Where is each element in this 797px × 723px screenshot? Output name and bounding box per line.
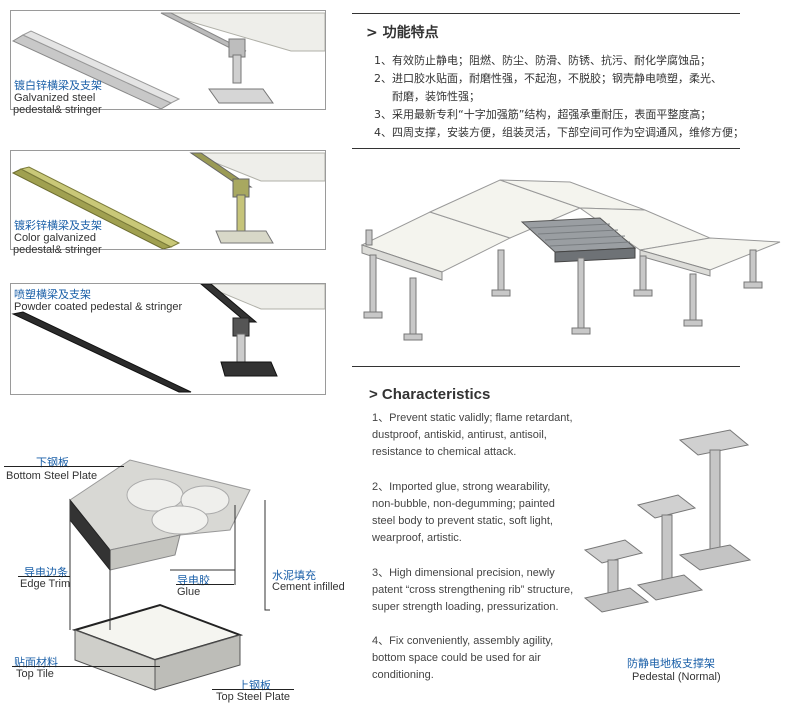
raised-floor-illustration	[360, 179, 781, 341]
char-line: conditioning.	[372, 669, 434, 681]
cement-en: Cement infilled	[272, 581, 345, 593]
bottom-plate-underline	[4, 466, 124, 467]
characteristics-p1: 1、Prevent static validly; flame retardan…	[372, 410, 573, 461]
panel-cn-label: 镀白锌横梁及支架	[14, 79, 102, 92]
panel-galvanized: 镀白锌横梁及支架 Galvanized steel	[10, 10, 326, 110]
bottom-plate-en: Bottom Steel Plate	[6, 470, 98, 482]
characteristics-title: > Characteristics	[369, 386, 491, 403]
top-plate-en: Top Steel Plate	[216, 691, 290, 703]
char-line: 3、High dimensional precision, newly	[372, 567, 555, 579]
char-line: 2、Imported glue, strong wearability,	[372, 481, 551, 493]
glue-underline	[176, 584, 234, 585]
illustration-rule	[352, 366, 740, 367]
top-tile-en: Top Tile	[16, 668, 54, 680]
bottom-plate-cn: 下钢板	[36, 456, 69, 469]
panel-cn-label: 喷塑横梁及支架	[14, 288, 91, 301]
char-line: non-bubble, non-degumming; painted	[372, 498, 555, 510]
edge-trim-underline	[18, 576, 70, 577]
panel-cn-label: 镀彩锌横梁及支架	[14, 219, 102, 232]
edge-trim-en: Edge Trim	[20, 578, 71, 590]
top-plate-cn: 上钢板	[238, 679, 271, 692]
top-tile-underline	[12, 666, 160, 667]
char-line: patent “cross strengthening rib” structu…	[372, 584, 574, 596]
characteristics-p3: 3、High dimensional precision, newly pate…	[372, 565, 573, 616]
tile-structure-diagram	[69, 459, 270, 691]
features-cn-item-1: 1、有效防止静电；阻燃、防尘、防滑、防锈、抗污、耐化学腐蚀品；	[374, 54, 711, 67]
char-line: resistance to chemical attack.	[372, 446, 517, 458]
char-line: wearproof, artistic.	[372, 532, 462, 544]
top-tile-cn: 贴面材料	[14, 656, 58, 669]
panel-color-galvanized: 镀彩锌横梁及支架 Color galvanized	[10, 150, 326, 250]
char-line: bottom space could be used for air	[372, 652, 541, 664]
pedestal-short	[583, 539, 650, 613]
edge-trim-cn: 导电边条	[24, 566, 68, 579]
color-galvanized-stringer-image	[11, 152, 325, 249]
characteristics-p2: 2、Imported glue, strong wearability, non…	[372, 479, 555, 547]
top-rule	[352, 13, 740, 14]
features-cn-item-3: 3、采用最新专利“十字加强筋”结构，超强承重耐压，表面平整度高；	[374, 108, 712, 121]
pedestal-mid	[636, 494, 704, 601]
features-cn-item-2b: 耐磨，装饰性强；	[392, 90, 480, 103]
char-line: 4、Fix conveniently, assembly agility,	[372, 635, 554, 647]
panel-en-label-1: Galvanized steel	[14, 92, 96, 104]
features-cn-item-2: 2、进口胶水贴面，耐磨性强，不起泡，不脱胶；钢壳静电喷塑，柔光、	[374, 72, 722, 85]
char-line: dustproof, antiskid, antirust, antisoil,	[372, 429, 547, 441]
features-rule	[352, 148, 740, 149]
panel-en-label-2: pedestal& stringer	[13, 104, 102, 116]
pedestal-en-label: Pedestal (Normal)	[632, 671, 721, 683]
char-line: steel body to prevent static, soft light…	[372, 515, 553, 527]
panel-en-label-2: pedestal& stringer	[13, 244, 102, 256]
pedestal-illustration	[583, 429, 752, 613]
panel-en-label-1: Color galvanized	[14, 232, 96, 244]
panel-en-label-1: Powder coated pedestal & stringer	[14, 301, 183, 313]
char-line: 1、Prevent static validly; flame retardan…	[372, 412, 573, 424]
pedestal-cn-label: 防静电地板支撑架	[627, 657, 715, 670]
features-cn-title: > 功能特点	[366, 25, 439, 41]
char-line: super strength loading, pressurization.	[372, 601, 559, 613]
top-plate-underline	[212, 689, 294, 690]
glue-en: Glue	[177, 586, 201, 598]
panel-powder-coated: 喷塑横梁及支架 Powder coated pedestal & stringe…	[10, 283, 326, 395]
powder-coated-stringer-image	[11, 284, 325, 393]
glue-cn: 导电胶	[177, 574, 210, 587]
galvanized-stringer-image	[11, 12, 325, 109]
cement-cn: 水泥填充	[272, 569, 316, 582]
pedestal-tall	[678, 429, 752, 571]
characteristics-p4: 4、Fix conveniently, assembly agility, bo…	[372, 633, 553, 684]
features-cn-item-4: 4、四周支撑，安装方便，组装灵活，下部空间可作为空调通风，维修方便；	[374, 126, 744, 139]
